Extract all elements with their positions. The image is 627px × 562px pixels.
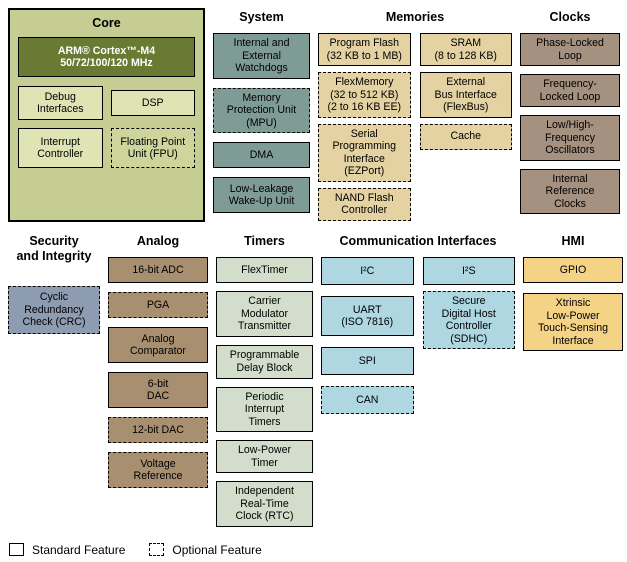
block-6bit-dac: 6-bit DAC (108, 372, 208, 408)
timers-stack: FlexTimer Carrier Modulator Transmitter … (216, 257, 313, 527)
memories-right-column: SRAM (8 to 128 KB) External Bus Interfac… (419, 33, 512, 221)
block-mpu: Memory Protection Unit (MPU) (213, 87, 310, 133)
security-stack: Cyclic Redundancy Check (CRC) (8, 286, 100, 334)
block-interrupt-controller: Interrupt Controller (18, 128, 103, 168)
block-internal-reference-clocks: Internal Reference Clocks (520, 168, 620, 214)
block-nand-flash-controller: NAND Flash Controller (318, 187, 411, 221)
block-ezport: Serial Programming Interface (EZPort) (318, 123, 411, 182)
block-spi: SPI (321, 347, 414, 375)
section-memories: Memories Program Flash (32 KB to 1 MB) F… (318, 8, 512, 221)
top-row: Core ARM® Cortex™-M4 50/72/100/120 MHz D… (8, 8, 627, 222)
section-title-analog: Analog (136, 234, 180, 248)
block-dsp: DSP (110, 90, 195, 116)
block-touch-sensing-interface: Xtrinsic Low-Power Touch-Sensing Interfa… (523, 293, 623, 351)
block-i2c: I²C (321, 257, 414, 285)
block-voltage-reference: Voltage Reference (108, 452, 208, 488)
core-grid: Debug Interfaces DSP Interrupt Controlle… (18, 86, 195, 168)
block-low-power-timer: Low-Power Timer (216, 440, 313, 473)
comm-left-column: I²C UART (ISO 7816) SPI CAN (321, 257, 414, 414)
block-fpu: Floating Point Unit (FPU) (110, 128, 195, 168)
block-program-flash: Program Flash (32 KB to 1 MB) (318, 33, 411, 66)
block-oscillators: Low/High- Frequency Oscillators (520, 115, 620, 161)
block-phase-locked-loop: Phase-Locked Loop (520, 33, 620, 66)
block-dma: DMA (213, 142, 310, 168)
section-title-system: System (239, 10, 284, 24)
section-title-memories: Memories (385, 10, 445, 24)
comm-right-column: I²S Secure Digital Host Controller (SDHC… (422, 257, 515, 414)
section-title-hmi: HMI (561, 234, 585, 248)
block-sram: SRAM (8 to 128 KB) (419, 33, 512, 66)
section-title-communication-interfaces: Communication Interfaces (339, 234, 497, 248)
section-title-timers: Timers (244, 234, 285, 248)
standard-feature-label: Standard Feature (32, 542, 126, 557)
standard-feature-swatch (9, 543, 24, 556)
block-programmable-delay-block: Programmable Delay Block (216, 344, 313, 379)
memories-columns: Program Flash (32 KB to 1 MB) FlexMemory… (318, 33, 512, 221)
block-sdhc: Secure Digital Host Controller (SDHC) (422, 291, 515, 349)
section-communication-interfaces: Communication Interfaces I²C UART (ISO 7… (321, 232, 515, 414)
analog-stack: 16-bit ADC PGA Analog Comparator 6-bit D… (108, 257, 208, 488)
section-title-core: Core (92, 16, 121, 30)
block-can: CAN (321, 386, 414, 414)
block-internal-external-watchdogs: Internal and External Watchdogs (213, 33, 310, 79)
block-rtc: Independent Real-Time Clock (RTC) (216, 481, 313, 527)
block-flexmemory: FlexMemory (32 to 512 KB) (2 to 16 KB EE… (318, 72, 411, 118)
block-i2s: I²S (422, 257, 515, 285)
block-12bit-dac: 12-bit DAC (108, 417, 208, 443)
block-analog-comparator: Analog Comparator (108, 327, 208, 363)
block-uart: UART (ISO 7816) (321, 296, 414, 336)
block-crc: Cyclic Redundancy Check (CRC) (8, 286, 100, 334)
clocks-stack: Phase-Locked Loop Frequency- Locked Loop… (520, 33, 620, 214)
memories-left-column: Program Flash (32 KB to 1 MB) FlexMemory… (318, 33, 411, 221)
section-core: Core ARM® Cortex™-M4 50/72/100/120 MHz D… (8, 8, 205, 222)
block-periodic-interrupt-timers: Periodic Interrupt Timers (216, 386, 313, 432)
section-title-clocks: Clocks (549, 10, 591, 24)
section-timers: Timers FlexTimer Carrier Modulator Trans… (216, 232, 313, 527)
block-cache: Cache (419, 123, 512, 150)
legend: Standard Feature Optional Feature (9, 543, 627, 557)
section-title-security: Security and Integrity (16, 234, 92, 263)
hmi-stack: GPIO Xtrinsic Low-Power Touch-Sensing In… (523, 257, 623, 351)
section-security: Security and Integrity Cyclic Redundancy… (8, 232, 100, 334)
comm-columns: I²C UART (ISO 7816) SPI CAN I²S Secure D… (321, 257, 515, 414)
section-analog: Analog 16-bit ADC PGA Analog Comparator … (108, 232, 208, 488)
block-low-leakage-wakeup-unit: Low-Leakage Wake-Up Unit (213, 177, 310, 213)
block-debug-interfaces: Debug Interfaces (18, 86, 103, 120)
block-flextimer: FlexTimer (216, 257, 313, 283)
block-flexbus: External Bus Interface (FlexBus) (419, 72, 512, 118)
section-system: System Internal and External Watchdogs M… (213, 8, 310, 213)
system-stack: Internal and External Watchdogs Memory P… (213, 33, 310, 213)
block-pga: PGA (108, 292, 208, 318)
section-clocks: Clocks Phase-Locked Loop Frequency- Lock… (520, 8, 620, 214)
block-arm-cortex-m4: ARM® Cortex™-M4 50/72/100/120 MHz (18, 37, 195, 77)
block-gpio: GPIO (523, 257, 623, 283)
optional-feature-swatch (149, 543, 165, 556)
block-carrier-modulator-transmitter: Carrier Modulator Transmitter (216, 291, 313, 337)
section-hmi: HMI GPIO Xtrinsic Low-Power Touch-Sensin… (523, 232, 623, 351)
bottom-row: Security and Integrity Cyclic Redundancy… (8, 232, 627, 527)
optional-feature-label: Optional Feature (172, 542, 262, 557)
block-16bit-adc: 16-bit ADC (108, 257, 208, 283)
block-frequency-locked-loop: Frequency- Locked Loop (520, 74, 620, 107)
